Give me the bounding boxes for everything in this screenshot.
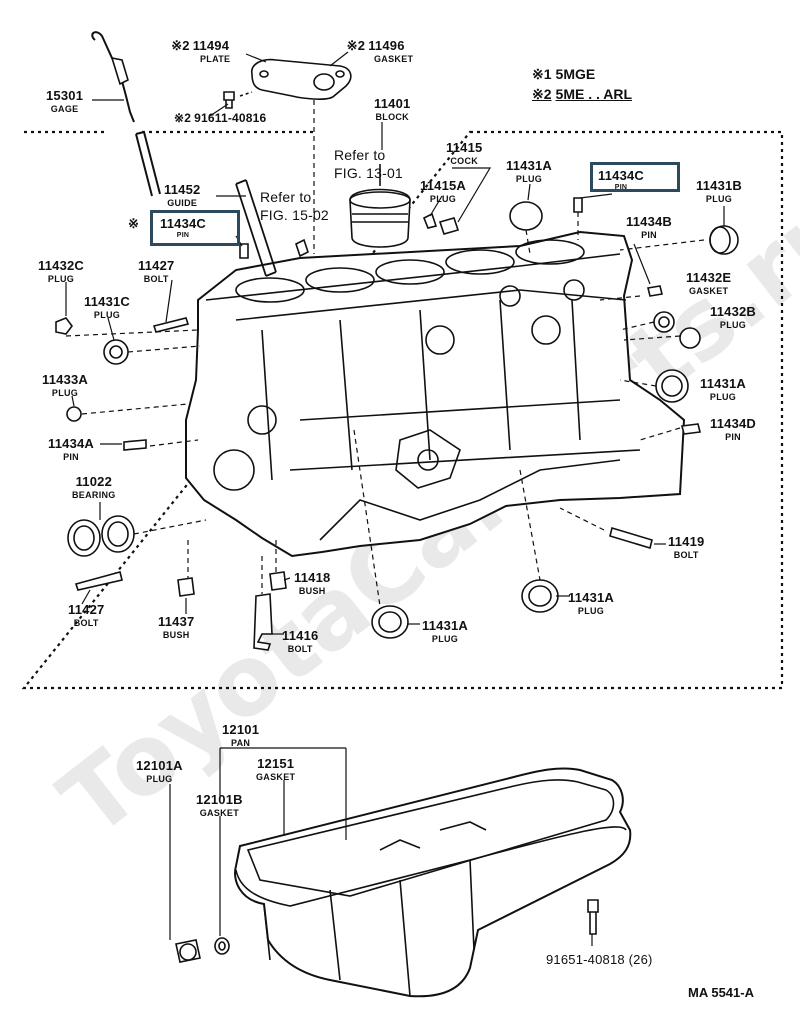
part-label-11431A-right: 11431A PLUG [700,376,747,402]
part-label-11434C-left: ※ [128,216,140,231]
bush-11437 [177,577,195,597]
part-label-11434B: 11434B PIN [626,214,673,240]
highlight-box-11434C-right [590,162,680,192]
part-label-11434D: 11434D PIN [710,416,757,442]
guide-11452 [235,179,277,277]
plug-11433A [66,406,82,422]
bolt-11427-bottom [74,571,123,591]
part-label-15301: 15301 GAGE [46,88,84,114]
drain-cock [438,217,460,235]
highlight-box-11434C-left [150,210,240,246]
bearing-11022-a [67,519,101,557]
part-label-11401: 11401 BLOCK [374,96,411,122]
part-label-12101: 12101 PAN [222,722,260,748]
part-label-11437: 11437 BUSH [158,614,195,640]
part-label-11418: 11418 BUSH [294,570,331,596]
dipstick-guide [135,131,161,197]
plug-11432B [679,327,701,349]
pin-11434C-left [239,243,249,259]
drain-gasket-12101B [214,937,230,955]
part-label-12101A: 12101A PLUG [136,758,183,784]
plug-11431C [103,339,129,365]
engine-block [185,230,686,558]
part-label-12151: 12151 GASKET [256,756,296,782]
pin-11434A [123,439,147,451]
part-label-11432C: 11432C PLUG [38,258,85,284]
part-label-11022: 11022 BEARING [72,474,116,500]
plug-11431A-mid [371,605,409,639]
part-label-11432B: 11432B PLUG [710,304,757,330]
plug-11432C [55,317,73,335]
part-label-11415: 11415 COCK [446,140,483,166]
part-label-11431C: 11431C PLUG [84,294,131,320]
part-label-11419: 11419 BOLT [668,534,705,560]
bolt-11427-top [152,317,190,333]
figure-id: MA 5541-A [688,985,754,1000]
part-label-11431A-low: 11431A PLUG [568,590,615,616]
bolt-91611 [223,91,235,109]
part-label-11431A-mid: 11431A PLUG [422,618,469,644]
part-label-11431B: 11431B PLUG [696,178,743,204]
plug-11431A-low [521,579,559,613]
part-label-12101B: 12101B GASKET [196,792,243,818]
part-label-11452: 11452 GUIDE [164,182,201,208]
part-label-11434C-left-num: 11434C PIN [160,216,207,239]
bolt-11416 [253,593,273,651]
part-label-91651: 91651-40818 (26) [546,952,653,967]
plug-11431A-top [509,201,543,231]
part-label-11427-top: 11427 BOLT [138,258,175,284]
part-label-11432E: 11432E GASKET [686,270,732,296]
pin-11434B [647,285,663,297]
part-label-11416: 11416 BOLT [282,628,319,654]
block-group-frame [21,130,784,690]
bolt-11419 [609,526,653,550]
piston-ref [349,188,411,248]
part-label-11433A: 11433A PLUG [42,372,89,398]
stud-91651 [587,899,599,935]
bush-11418 [269,571,287,591]
part-label-11434C-right: 11434C PIN [598,168,645,191]
gasket-11432E [653,311,675,333]
part-label-11434A: 11434A PIN [48,436,95,462]
part-label-11415A: 11415A PLUG [420,178,467,204]
part-label-11427-bottom: 11427 BOLT [68,602,105,628]
part-label-11431A-top: 11431A PLUG [506,158,553,184]
pin-11434D [681,423,701,435]
plate-11494 [251,58,352,100]
plug-11431A-right [655,369,689,403]
pin-11434C-right [573,197,583,213]
